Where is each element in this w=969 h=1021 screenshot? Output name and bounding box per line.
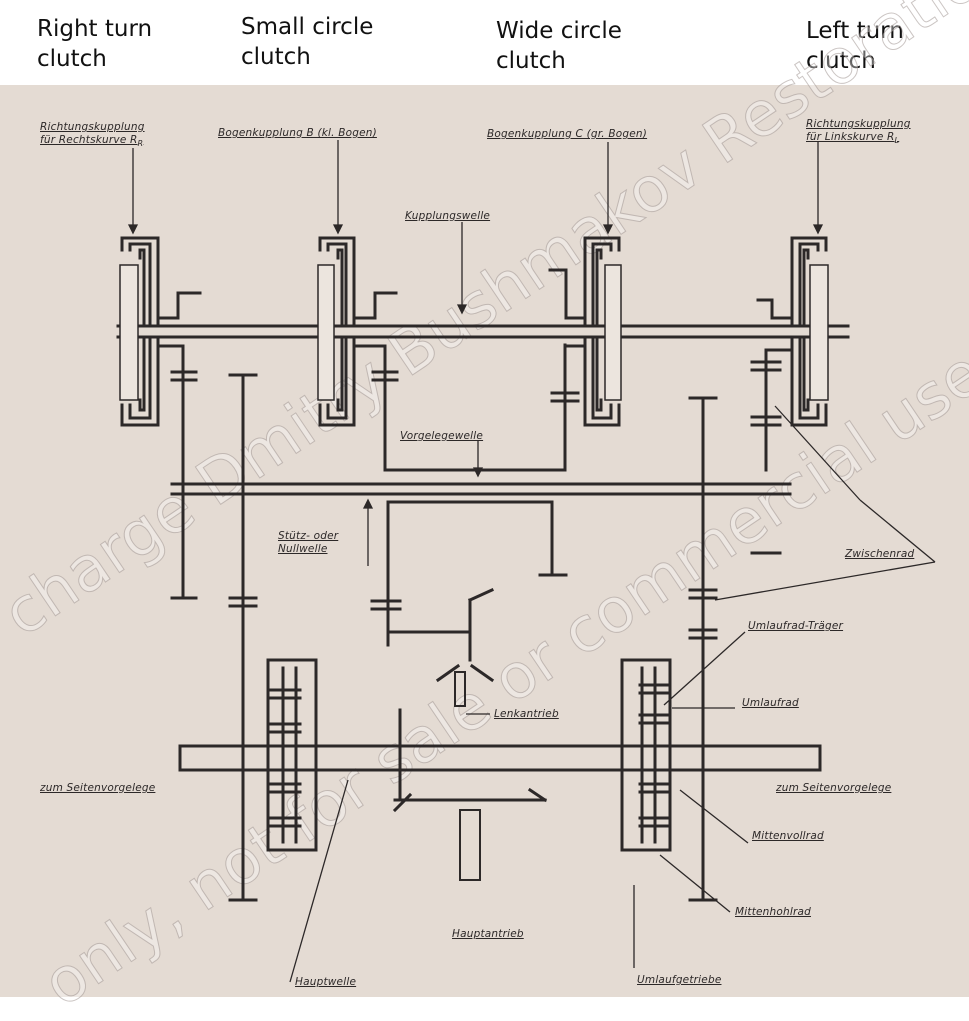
label-richtung-rechts-text: Richtungskupplung für Rechtskurve R [40,121,145,146]
right-planetary [620,658,672,852]
caption-left-turn: Left turn clutch [806,18,904,74]
label-seitenvorgelege-right: zum Seitenvorgelege [776,782,892,794]
label-richtung-rechts-sub: R [137,139,144,149]
gearbox-schematic [116,140,936,983]
label-kupplungswelle: Kupplungswelle [405,210,491,222]
label-richtungskupplung-links: Richtungskupplung für Linkskurve RL [806,105,911,147]
label-seitenvorgelege-left: zum Seitenvorgelege [40,782,156,794]
label-umlaufrad-traeger: Umlaufrad-Träger [748,620,844,632]
main-shaft [178,744,822,772]
caption-right-turn: Right turn clutch [37,16,153,72]
label-bogenkupplung-c: Bogenkupplung C (gr. Bogen) [487,128,648,140]
label-richtungskupplung-rechts: Richtungskupplung für Rechtskurve RR [40,108,145,150]
label-vorgelegewelle: Vorgelegewelle [400,430,484,442]
countershaft [170,482,792,496]
clutch-left-turn [750,236,829,555]
left-planetary [266,658,318,852]
caption-wide-circle: Wide circle clutch [496,18,622,74]
clutch-wide-circle [548,236,622,427]
label-mittenvollrad: Mittenvollrad [752,830,824,842]
label-hauptwelle: Hauptwelle [295,976,357,988]
label-lenkantrieb: Lenkantrieb [494,708,559,720]
left-gear-column [170,373,258,902]
label-stuetzwelle: Stütz- oder Nullwelle [278,530,339,555]
label-umlaufgetriebe: Umlaufgetriebe [637,974,722,986]
label-bogenkupplung-b: Bogenkupplung B (kl. Bogen) [218,127,377,139]
caption-bar [0,0,969,85]
label-richtung-links-sub: L [894,136,900,146]
label-mittenhohlrad: Mittenhohlrad [735,906,811,918]
clutch-small-circle [317,236,567,472]
main-drive-bevel [392,708,548,881]
label-umlaufrad: Umlaufrad [742,697,799,709]
caption-small-circle: Small circle clutch [241,14,374,70]
clutch-right-turn [119,236,202,442]
clutch-shaft [116,324,850,339]
steering-drive-bevel [435,663,495,707]
label-hauptantrieb: Hauptantrieb [452,928,524,940]
label-zwischenrad: Zwischenrad [845,548,915,560]
right-gear-column [688,396,718,902]
label-richtung-links-text: Richtungskupplung für Linkskurve R [806,118,911,143]
support-shaft [370,500,568,662]
